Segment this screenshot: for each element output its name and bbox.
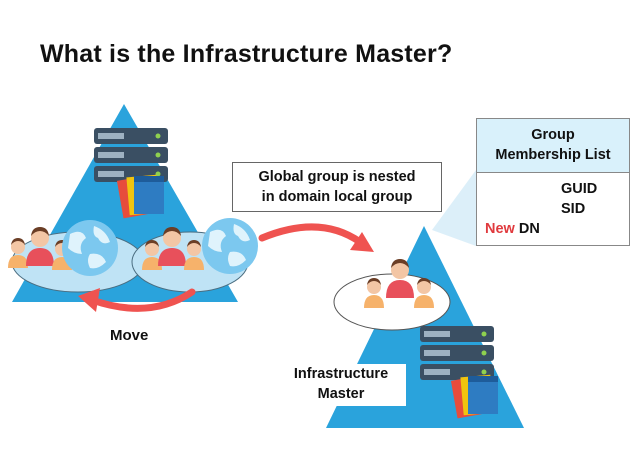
curved-arrow-head — [78, 288, 100, 312]
callout-line-2: in domain local group — [261, 189, 413, 205]
page-title: What is the Infrastructure Master? — [40, 40, 453, 68]
membership-list-header: Group Membership List — [477, 119, 629, 173]
server-icon — [94, 128, 168, 182]
guid-entry: GUID — [561, 181, 598, 197]
curved-arrow-icon — [88, 288, 196, 312]
infrastructure-master-label: Infrastructure Master — [276, 364, 406, 406]
globe-icon — [202, 218, 258, 274]
membership-list-box: Group Membership List GUID SID New DN — [476, 118, 630, 246]
curved-arrow-head — [350, 232, 374, 252]
dn-text: DN — [518, 221, 540, 237]
move-label: Move — [110, 327, 149, 344]
folder-icon — [450, 374, 498, 419]
curved-arrow-icon — [258, 223, 364, 246]
server-icon — [420, 326, 494, 380]
new-badge: New — [485, 221, 515, 237]
im-label-line-1: Infrastructure — [293, 366, 389, 382]
sid-entry: SID — [561, 201, 586, 217]
callout-beam — [432, 170, 476, 246]
nesting-callout: Global group is nested in domain local g… — [232, 162, 442, 212]
im-label-line-2: Master — [317, 386, 365, 402]
header-line-1: Group — [531, 127, 575, 143]
folder-icon — [116, 174, 164, 219]
dn-entry: New DN — [485, 221, 540, 237]
globe-icon — [62, 220, 118, 276]
header-line-2: Membership List — [495, 147, 611, 163]
callout-line-1: Global group is nested — [258, 169, 416, 185]
